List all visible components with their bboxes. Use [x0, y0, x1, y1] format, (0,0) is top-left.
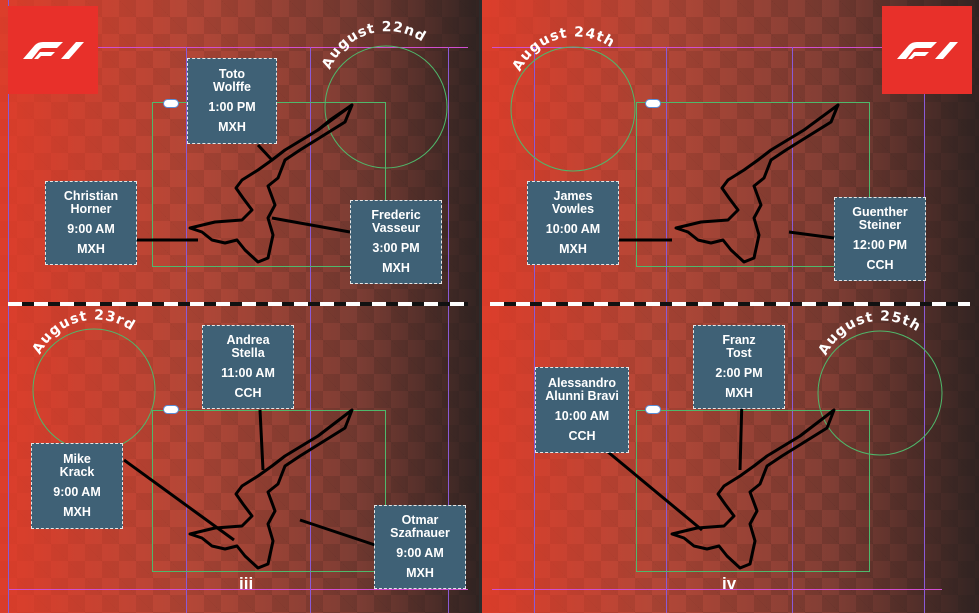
frame-guide [636, 102, 870, 267]
circuit-track-icon [188, 408, 354, 570]
margin-guide [492, 589, 942, 590]
card-code: MXH [77, 242, 105, 256]
card-time: 9:00 AM [396, 546, 444, 560]
card-name-last: Wolffe [213, 80, 251, 94]
card-time: 10:00 AM [554, 409, 610, 423]
column-guide [8, 0, 9, 613]
column-guide [534, 47, 535, 613]
date-label-aug25: August 25th [815, 308, 923, 358]
page-folio: iv [722, 574, 737, 593]
card-name-first: Franz [722, 333, 756, 347]
card-code: CCH [234, 386, 262, 400]
card-time: 10:00 AM [545, 222, 601, 236]
card-name-first: Guenther [852, 205, 908, 219]
anchor-link-icon[interactable] [163, 405, 179, 414]
card-code: CCH [568, 429, 596, 443]
f1-logo[interactable] [882, 6, 972, 94]
margin-guide [8, 47, 468, 48]
left-page-drawing: August 22nd August 23rd [29, 19, 448, 570]
circuit-track-icon [670, 408, 836, 570]
card-time: 2:00 PM [715, 366, 763, 380]
anchor-link-icon[interactable] [645, 405, 661, 414]
card-code: MXH [406, 566, 434, 580]
svg-text:August 24th: August 24th [509, 24, 618, 74]
card-time: 9:00 AM [67, 222, 115, 236]
card-time: 11:00 AM [221, 366, 275, 380]
column-guide [186, 47, 187, 613]
card-name-first: James [553, 189, 593, 203]
frame-guide [636, 410, 870, 572]
card-code: CCH [866, 258, 894, 272]
margin-guide [492, 47, 942, 48]
frame-guide [152, 410, 386, 572]
card-time: 3:00 PM [372, 241, 420, 255]
card-name-first: Frederic [371, 208, 421, 222]
card-name-last: Steiner [858, 218, 902, 232]
card-code: MXH [559, 242, 587, 256]
card-name-last: Vasseur [372, 221, 420, 235]
svg-text:August 22nd: August 22nd [319, 19, 429, 72]
card-code: MXH [725, 386, 753, 400]
column-guide [310, 47, 311, 613]
column-guide [792, 47, 793, 613]
card-name-last: Tost [726, 346, 752, 360]
right-page-drawing: August 24th August 25th [509, 24, 943, 570]
card-name-first: Otmar [401, 513, 439, 527]
f1-logo[interactable] [8, 6, 98, 94]
column-guide [924, 47, 925, 613]
card-time: 1:00 PM [208, 100, 256, 114]
date-label-aug24: August 24th [509, 24, 617, 74]
card-code: MXH [382, 261, 410, 275]
section-divider [490, 302, 970, 306]
card-name-last: Vowles [551, 202, 595, 216]
circuit-track-icon [188, 103, 354, 264]
card-name-first: Toto [218, 67, 246, 81]
card-time: 9:00 AM [53, 485, 101, 499]
card-code: MXH [218, 120, 246, 134]
spread-spine [479, 0, 482, 613]
anchor-link-icon[interactable] [645, 99, 661, 108]
margin-guide [8, 589, 468, 590]
section-divider [8, 302, 468, 306]
card-name-last: Krack [59, 465, 95, 479]
page-folio: iii [239, 574, 254, 593]
column-guide [448, 47, 449, 613]
date-label-aug23: August 23rd [29, 307, 137, 357]
column-guide [666, 47, 667, 613]
f1-logo-icon [23, 42, 84, 59]
f1-logo-icon [897, 42, 958, 59]
card-name-last: Stella [231, 346, 265, 360]
card-name-first: Christian [63, 189, 119, 203]
svg-text:August 25th: August 25th [815, 308, 924, 358]
card-name-first: Andrea [226, 333, 270, 347]
card-time: 12:00 PM [852, 238, 908, 252]
date-label-aug22: August 22nd [319, 19, 428, 72]
card-name-last: Szafnauer [390, 526, 450, 540]
card-code: MXH [63, 505, 91, 519]
card-name-first: Mike [63, 452, 91, 466]
anchor-link-icon[interactable] [163, 99, 179, 108]
circuit-track-icon [674, 103, 840, 264]
svg-text:August 23rd: August 23rd [29, 307, 138, 357]
card-name-last: Alunni Bravi [545, 389, 619, 403]
card-name-last: Horner [70, 202, 112, 216]
card-name-first: Alessandro [547, 376, 617, 390]
